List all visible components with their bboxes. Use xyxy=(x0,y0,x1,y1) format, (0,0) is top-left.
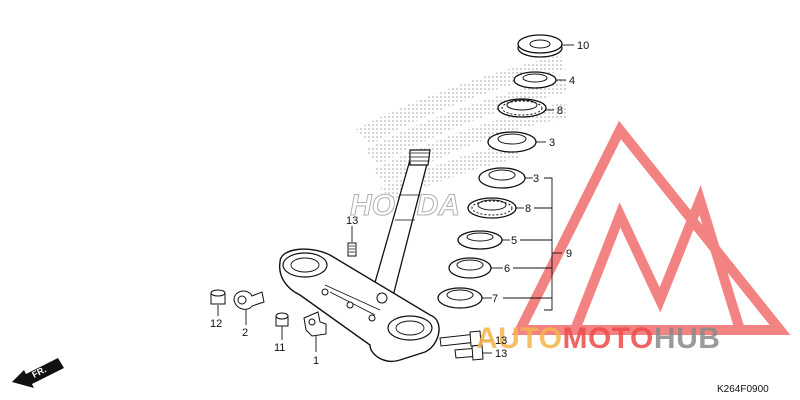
leader-lines xyxy=(217,44,574,354)
callout-13-lower-a: 13 xyxy=(495,335,507,347)
callout-13-lower-b: 13 xyxy=(495,348,507,360)
seal-6 xyxy=(448,257,492,279)
watermark-hub: HUB xyxy=(654,322,721,355)
bolt-13-lower-b xyxy=(454,344,484,361)
front-direction-arrow: FR. xyxy=(12,358,64,388)
race-4 xyxy=(513,71,557,89)
dust-seal-5 xyxy=(457,230,503,250)
callout-8-upper: 8 xyxy=(557,105,563,117)
callout-8-lower: 8 xyxy=(525,203,531,215)
callout-9: 9 xyxy=(566,248,572,260)
callout-1: 1 xyxy=(313,355,319,367)
race-3-upper xyxy=(487,131,537,153)
race-7 xyxy=(437,287,483,309)
bearing-stack xyxy=(437,34,563,309)
watermark-moto: MOTO xyxy=(562,322,653,355)
callout-11: 11 xyxy=(274,342,285,354)
watermark-auto: AUTO xyxy=(476,322,562,355)
bolt-13-lower-a xyxy=(439,330,482,347)
bearing-8-lower xyxy=(467,197,517,219)
nut-12 xyxy=(210,289,226,305)
bearing-8-upper xyxy=(497,98,547,118)
bottom-bridge xyxy=(278,248,440,362)
bracket-1 xyxy=(303,311,327,337)
callout-13-upper: 13 xyxy=(346,215,358,227)
bolt-13-upper xyxy=(347,242,357,257)
callout-4: 4 xyxy=(569,75,575,87)
callout-3-upper: 3 xyxy=(549,137,555,149)
svg-text:AUTOMOTOHUB: AUTOMOTOHUB xyxy=(476,322,720,355)
callout-7: 7 xyxy=(492,293,498,305)
diagram-code: K264F0900 xyxy=(717,384,769,395)
callout-6: 6 xyxy=(504,263,510,275)
race-3-lower xyxy=(478,167,526,189)
watermark-text: AUTOMOTOHUB xyxy=(476,322,720,355)
small-parts xyxy=(210,289,484,361)
callout-3-lower: 3 xyxy=(533,173,539,185)
callouts: 10 4 8 3 3 8 5 6 7 9 13 13 13 12 2 11 1 xyxy=(210,40,589,367)
callout-5: 5 xyxy=(511,235,517,247)
callout-10: 10 xyxy=(577,40,589,52)
clamp-2 xyxy=(233,290,265,310)
callout-2: 2 xyxy=(242,327,248,339)
bolt-11 xyxy=(275,312,289,327)
callout-12: 12 xyxy=(210,318,222,330)
watermark-logo xyxy=(511,120,791,335)
stem-nut-10 xyxy=(517,34,563,58)
